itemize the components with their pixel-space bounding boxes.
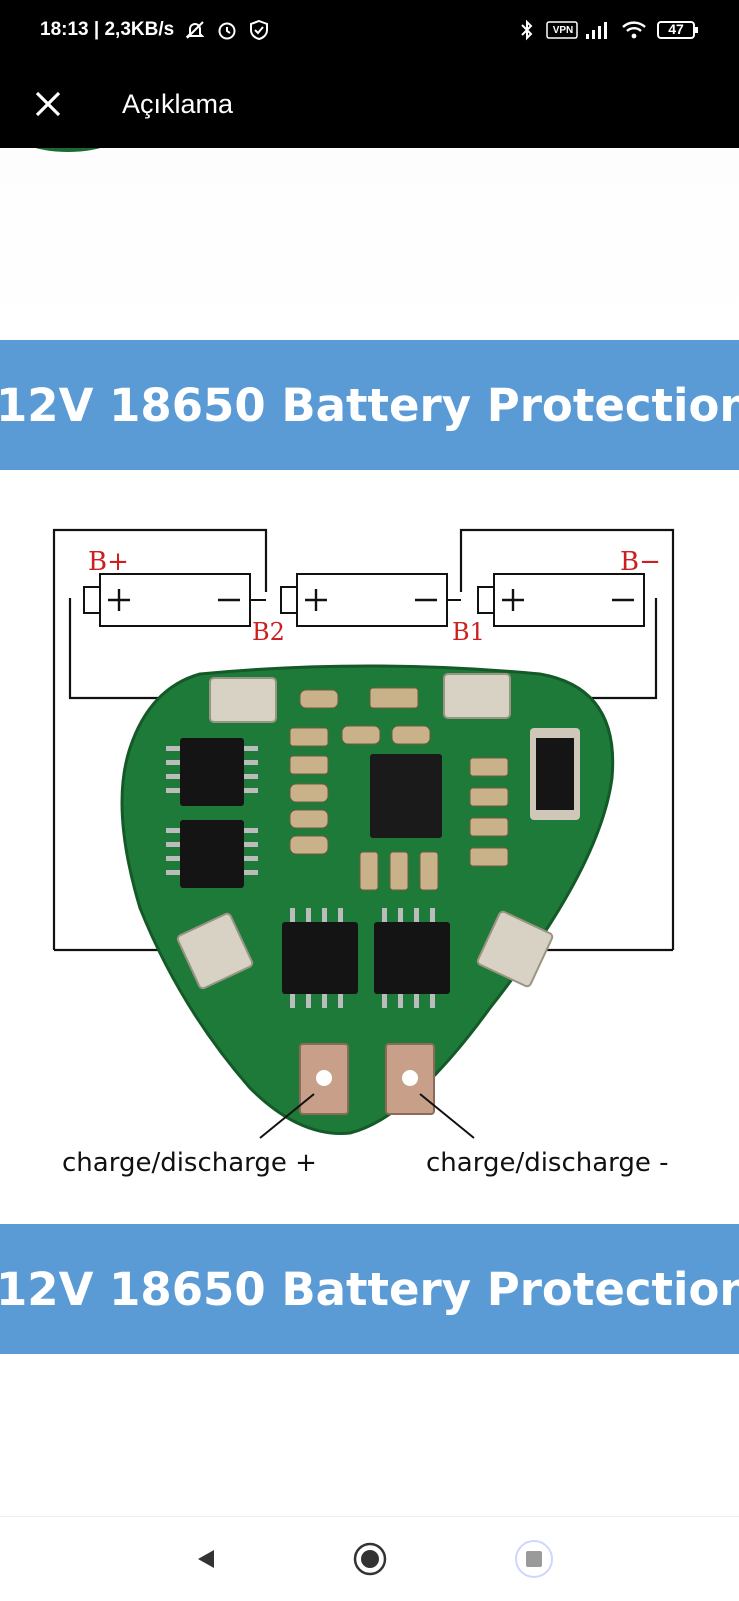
page-title: Açıklama — [122, 88, 234, 119]
close-icon — [35, 91, 61, 117]
board-diagram-svg: B+ B− B2 B1 — [52, 528, 675, 1139]
banner-top: 12V 18650 Battery Protection Boa — [0, 340, 739, 470]
banner-bottom-text: 12V 18650 Battery Protection Boa — [0, 1262, 739, 1316]
caption-charge-minus: charge/discharge - — [426, 1148, 669, 1178]
bluetooth-icon — [518, 18, 536, 42]
mute-bell-icon — [184, 19, 206, 41]
label-b2: B2 — [252, 618, 285, 646]
recents-square-icon — [514, 1540, 553, 1578]
app-bar: Açıklama — [0, 60, 739, 148]
label-b-minus: B− — [620, 547, 661, 577]
pcb-board — [120, 664, 615, 1139]
vpn-icon: VPN — [546, 20, 578, 40]
home-button[interactable] — [348, 1537, 392, 1581]
caption-charge-plus: charge/discharge + — [62, 1148, 317, 1178]
status-right: VPN 47 — [518, 18, 699, 42]
recents-button[interactable] — [512, 1537, 556, 1581]
home-circle-icon — [353, 1542, 386, 1576]
back-button[interactable] — [184, 1537, 228, 1581]
label-b-plus: B+ — [88, 547, 129, 577]
banner-top-text: 12V 18650 Battery Protection Boa — [0, 378, 739, 432]
alarm-icon — [216, 19, 238, 41]
board-diagram: B+ B− B2 B1 — [0, 488, 739, 1223]
wifi-icon — [621, 20, 647, 40]
signal-icon — [585, 20, 611, 40]
banner-bottom: 12V 18650 Battery Protection Boa — [0, 1224, 739, 1354]
label-b1: B1 — [452, 618, 485, 646]
battery-icon: 47 — [657, 20, 699, 40]
status-time: 18:13 | 2,3KB/s — [40, 19, 175, 40]
image-top-area — [0, 148, 739, 338]
vpn-label: VPN — [552, 24, 574, 36]
navigation-bar — [0, 1516, 739, 1601]
description-image: 12V 18650 Battery Protection Boa — [0, 148, 739, 1516]
back-triangle-icon — [197, 1550, 214, 1568]
battery-cells — [83, 573, 645, 627]
shield-icon — [248, 19, 270, 41]
status-left: 18:13 | 2,3KB/s — [40, 19, 270, 41]
image-top-pcb-edge — [18, 148, 118, 152]
battery-level: 47 — [668, 21, 684, 37]
close-button[interactable] — [24, 80, 72, 128]
status-bar: 18:13 | 2,3KB/s VPN 47 — [0, 0, 739, 60]
